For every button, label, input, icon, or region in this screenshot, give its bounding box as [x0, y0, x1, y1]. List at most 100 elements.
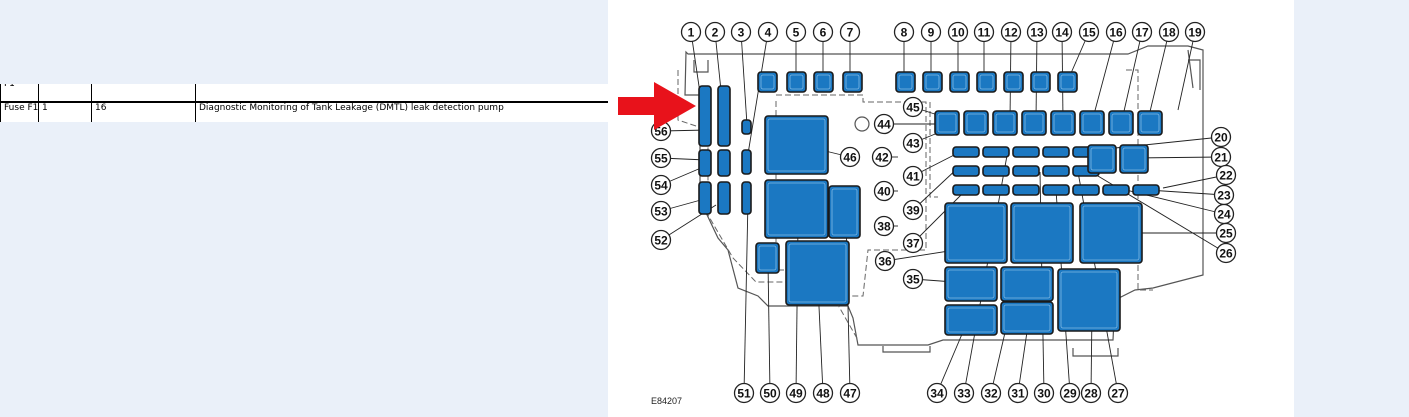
callout-39: 39: [902, 199, 924, 221]
fuse-component: [1003, 71, 1024, 93]
fuse-inner-edge: [816, 74, 831, 90]
fuse-inner-edge: [1140, 113, 1160, 133]
callout-circle: [1051, 21, 1073, 43]
leader-line: [743, 199, 749, 394]
callout-circle: [730, 21, 752, 43]
callout-circle: [973, 21, 995, 43]
callout-18: 18: [1158, 21, 1180, 43]
fuse-body: [1057, 71, 1078, 93]
callout-circle: [902, 232, 924, 254]
callout-label: 55: [654, 152, 668, 166]
callout-30: 30: [1033, 382, 1055, 404]
fuse-component: [1021, 110, 1047, 136]
callout-16: 16: [1105, 21, 1127, 43]
callout-43: 43: [902, 132, 924, 154]
fuse-body: [944, 202, 1008, 264]
callout-circle: [873, 215, 895, 237]
fuse-component: [698, 181, 712, 215]
fuse-body: [785, 240, 850, 306]
callout-42: 42: [871, 146, 893, 168]
fuse-inner-edge: [966, 113, 986, 133]
callout-label: 1: [688, 26, 695, 40]
fuse-component: [1079, 110, 1105, 136]
callout-circle: [953, 382, 975, 404]
leader-line: [1095, 136, 1222, 151]
fuse-component: [813, 71, 834, 93]
callout-5: 5: [785, 21, 807, 43]
table-cell-number: [38, 84, 92, 103]
fuse-inner-edge: [760, 74, 775, 90]
leader-line: [912, 165, 961, 211]
fuse-body: [1119, 144, 1149, 174]
callout-15: 15: [1078, 21, 1100, 43]
callout-circle: [1210, 126, 1232, 148]
callout-circle: [874, 250, 896, 272]
callout-label: 7: [847, 26, 854, 40]
diagram-code: E84207: [651, 396, 682, 406]
fuse-body: [992, 110, 1018, 136]
callout-circle: [757, 21, 779, 43]
fuse-body: [976, 71, 997, 93]
fuse-body: [828, 185, 861, 239]
fuse-body: [1000, 266, 1054, 302]
callout-14: 14: [1051, 21, 1073, 43]
callout-label: 2: [712, 26, 719, 40]
callout-32: 32: [980, 382, 1002, 404]
fuse-body: [1042, 146, 1070, 158]
callout-label: 31: [1011, 387, 1025, 401]
fuse-inner-edge: [1060, 74, 1075, 90]
fuse-body: [949, 71, 970, 93]
callout-17: 17: [1131, 21, 1153, 43]
fuse-component: [755, 242, 780, 274]
callout-circle: [902, 165, 924, 187]
fuse-body: [1042, 184, 1070, 196]
red-arrow-pointer: [618, 82, 696, 130]
callout-36: 36: [874, 250, 896, 272]
fuse-component: [1102, 184, 1130, 196]
fuse-component: [934, 110, 960, 136]
callout-label: 54: [654, 179, 668, 193]
callout-12: 12: [1000, 21, 1022, 43]
fuse-component: [944, 266, 998, 302]
fuse-inner-edge: [1082, 113, 1102, 133]
callout-38: 38: [873, 215, 895, 237]
fuse-component: [1057, 71, 1078, 93]
callout-circle: [893, 21, 915, 43]
callout-label: 39: [906, 204, 920, 218]
fuse-component: [952, 165, 980, 177]
fuse-component: [944, 304, 998, 336]
fuse-component: [757, 71, 778, 93]
callout-label: 45: [906, 101, 920, 115]
leader-line: [1087, 169, 1227, 254]
fuse-inner-edge: [1033, 74, 1048, 90]
fuse-body: [1021, 110, 1047, 136]
fuse-body: [1079, 202, 1143, 264]
callout-22: 22: [1215, 164, 1237, 186]
callout-circle: [902, 199, 924, 221]
fuse-body: [1012, 184, 1040, 196]
callout-26: 26: [1215, 242, 1237, 264]
fuse-component: [764, 115, 829, 175]
callout-circle: [1131, 21, 1153, 43]
callout-circle: [1215, 242, 1237, 264]
fuse-inner-edge: [767, 182, 826, 236]
callout-label: 17: [1135, 26, 1149, 40]
callout-54: 54: [650, 174, 672, 196]
callout-label: 41: [906, 170, 920, 184]
callout-label: 13: [1030, 26, 1044, 40]
fuse-body: [1108, 110, 1134, 136]
fuse-inner-edge: [1111, 113, 1131, 133]
callout-circle: [650, 174, 672, 196]
callout-circle: [926, 382, 948, 404]
fuse-body: [741, 181, 752, 215]
fuse-inner-edge: [1082, 205, 1140, 261]
callout-circle: [650, 200, 672, 222]
callout-23: 23: [1213, 184, 1235, 206]
callout-45: 45: [902, 96, 924, 118]
fuse-component: [1012, 165, 1040, 177]
callout-circle: [1033, 382, 1055, 404]
